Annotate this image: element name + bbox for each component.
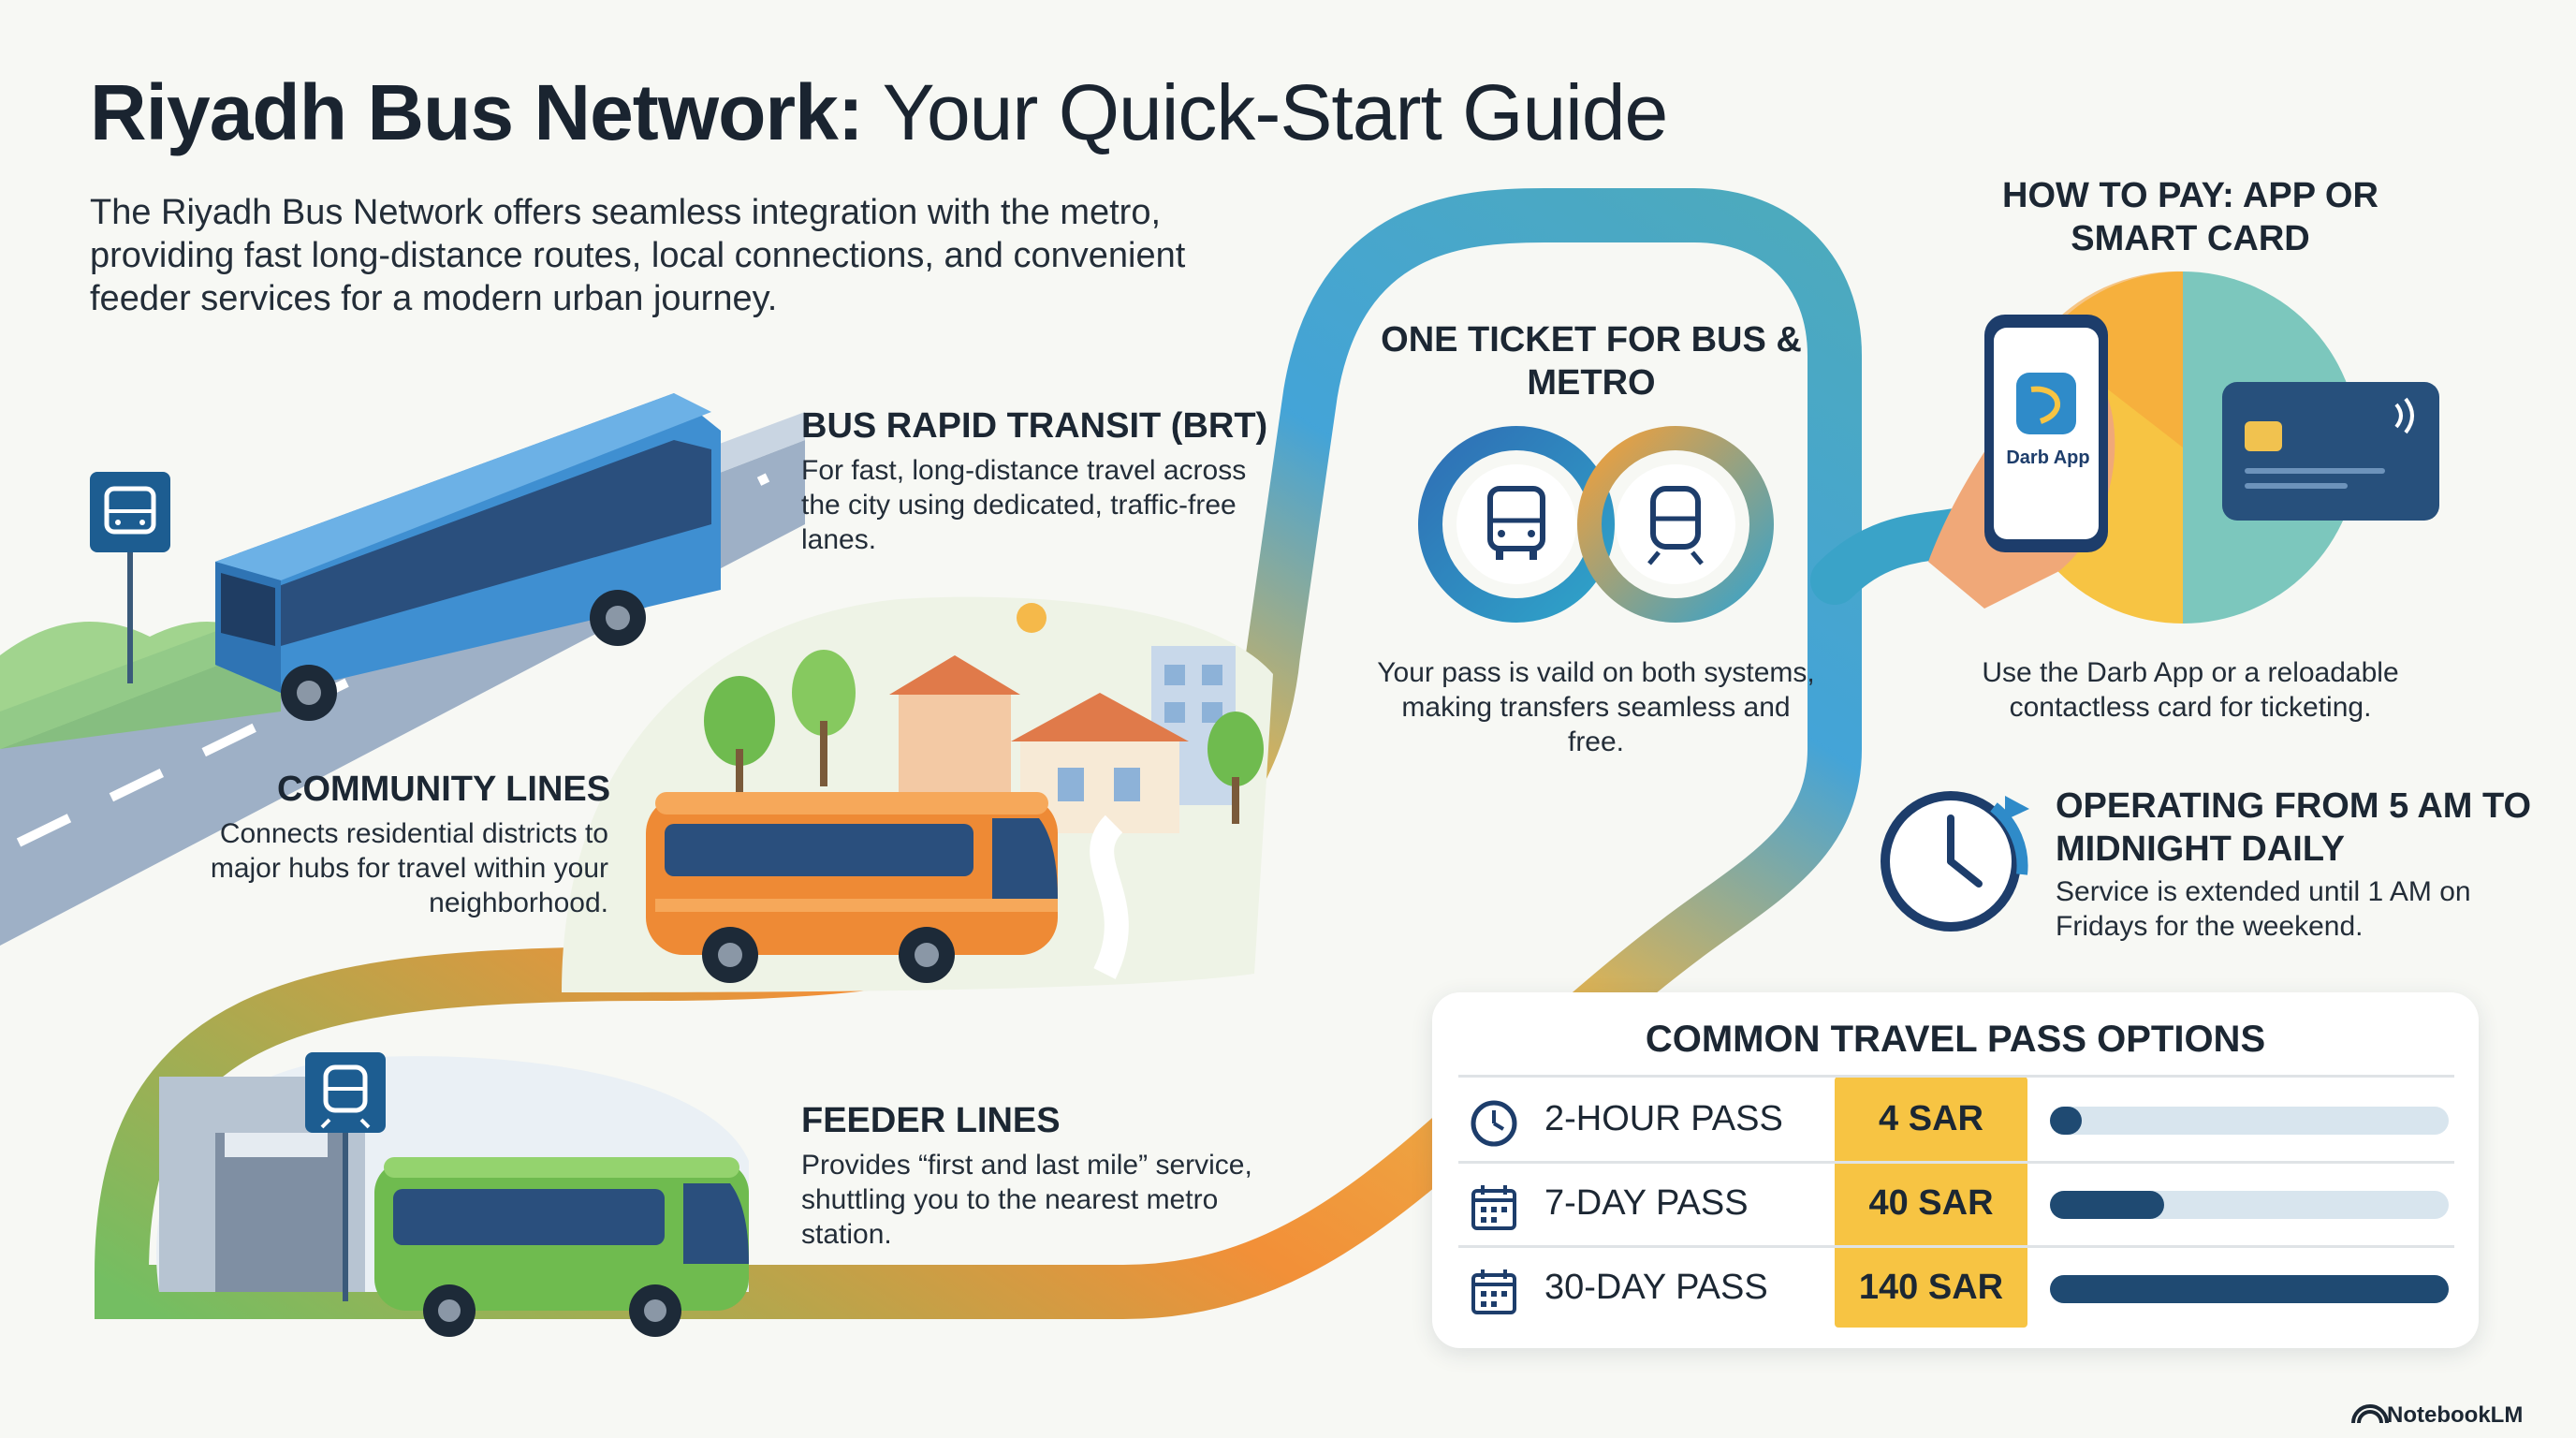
- phone-icon: [1984, 315, 2108, 552]
- payment-description: Use the Darb App or a reloadable contact…: [1982, 657, 2399, 723]
- pass-price: 4 SAR: [1879, 1099, 1983, 1138]
- operating-hours-clock-icon: [1881, 791, 2029, 932]
- feeder-bus-illustration: [374, 1157, 749, 1337]
- calendar-icon: [1471, 1269, 1516, 1314]
- pass-name: 7-DAY PASS: [1544, 1183, 1749, 1223]
- notebooklm-brand: NotebookLM: [2387, 1402, 2524, 1428]
- feeder-heading: FEEDER LINES: [801, 1101, 1061, 1140]
- row-divider: [1458, 1245, 2454, 1248]
- bus-icon: [1487, 486, 1545, 560]
- community-heading: COMMUNITY LINES: [277, 770, 611, 809]
- pass-options-title: COMMON TRAVEL PASS OPTIONS: [1645, 1019, 2266, 1060]
- brt-description: For fast, long-distance travel across th…: [801, 455, 1247, 555]
- pass-price-bar: [2050, 1191, 2449, 1219]
- ticket-heading: ONE TICKET FOR BUS & METRO: [1381, 320, 1802, 403]
- pass-price: 40 SAR: [1868, 1183, 1994, 1223]
- feeder-description: Provides “first and last mile” service, …: [801, 1150, 1252, 1250]
- hours-description: Service is extended until 1 AM on Friday…: [2056, 876, 2471, 942]
- row-divider: [1458, 1161, 2454, 1164]
- ticket-description: Your pass is vaild on both systems, maki…: [1377, 657, 1815, 757]
- calendar-icon: [1471, 1185, 1516, 1230]
- train-station-sign-icon: [305, 1052, 386, 1301]
- intro-text: The Riyadh Bus Network offers seamless i…: [90, 193, 1186, 318]
- pass-price-bar-fill: [2050, 1107, 2083, 1135]
- brt-bus-illustration: [215, 393, 721, 721]
- pass-price: 140 SAR: [1858, 1268, 2004, 1307]
- payment-heading: HOW TO PAY: APP OR SMART CARD: [2002, 176, 2378, 258]
- darb-app-label: Darb App: [2006, 448, 2090, 468]
- smart-card-icon: [2222, 382, 2439, 521]
- title-bold: Riyadh Bus Network:: [90, 68, 864, 156]
- clock-icon: [1471, 1100, 1517, 1147]
- row-divider: [1458, 1075, 2454, 1078]
- community-bus-illustration: [646, 792, 1058, 983]
- bus-stop-sign-icon: [90, 472, 170, 683]
- title-rest: Your Quick-Start Guide: [882, 68, 1669, 156]
- pass-name: 30-DAY PASS: [1544, 1268, 1768, 1307]
- price-highlight-column: [1835, 1077, 2027, 1328]
- hours-heading: OPERATING FROM 5 AM TO MIDNIGHT DAILY: [2056, 786, 2532, 869]
- pass-price-bar: [2050, 1275, 2449, 1303]
- train-icon: [1647, 486, 1704, 565]
- pass-price-bar-fill: [2050, 1191, 2164, 1219]
- pass-price-bar: [2050, 1107, 2449, 1135]
- bus-metro-integration-icon: [1418, 426, 1774, 623]
- page-title: Riyadh Bus Network: Your Quick-Start Gui…: [90, 67, 1669, 158]
- pass-price-bar-fill: [2050, 1275, 2449, 1303]
- brt-heading: BUS RAPID TRANSIT (BRT): [801, 406, 1268, 446]
- community-description: Connects residential districts to major …: [210, 818, 608, 918]
- notebooklm-logo-icon: [2351, 1404, 2389, 1424]
- pass-name: 2-HOUR PASS: [1544, 1099, 1783, 1138]
